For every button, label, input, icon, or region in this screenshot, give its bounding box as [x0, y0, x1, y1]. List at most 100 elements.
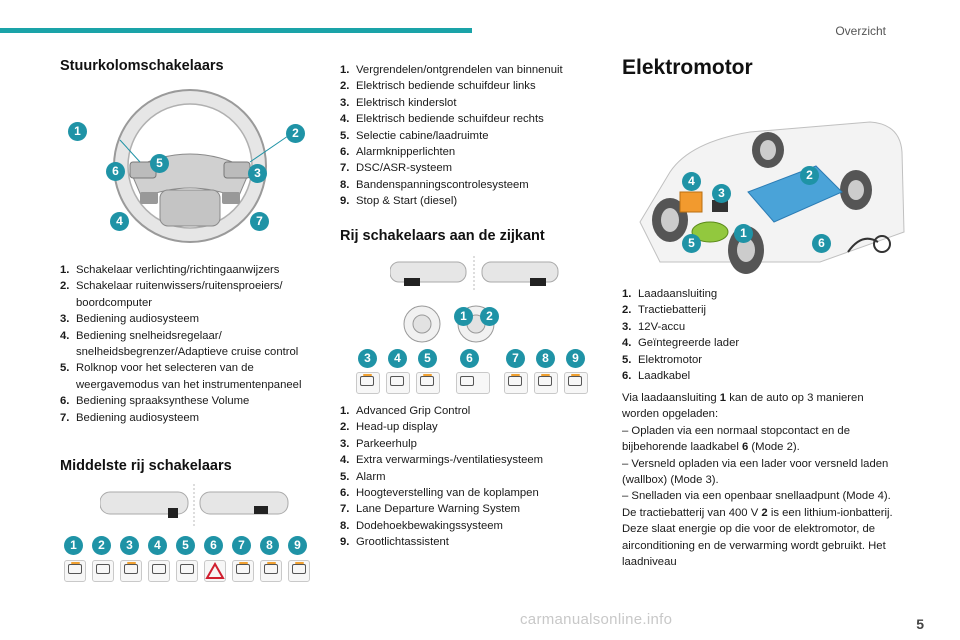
- list-item: 1.Vergrendelen/ontgrendelen van binnenui…: [340, 64, 563, 76]
- list-item: 7.Lane Departure Warning System: [340, 503, 521, 516]
- list-item: 8.Bandenspanningscontrolesysteem: [340, 178, 529, 191]
- charging-description: Via laadaansluiting 1 kan de auto op 3 m…: [622, 390, 894, 570]
- section-title: Overzicht: [835, 24, 886, 38]
- page-number: 5: [916, 616, 924, 632]
- headlamp-adjust-switch-icon: [456, 372, 490, 394]
- high-beam-assist-switch-icon: [564, 372, 588, 394]
- list-item: 3.Elektrisch kinderslot: [340, 96, 457, 109]
- auxiliary-heating-switch-icon: [386, 372, 410, 394]
- sliding-door-left-switch-icon: [92, 560, 114, 582]
- list-item: 4.Bediening snelheidsregelaar/ snelheids…: [60, 329, 299, 359]
- steering-wheel-illustration: [113, 89, 289, 243]
- steering-switch-list: 1.Schakelaar verlichting/richtingaanwijz…: [60, 262, 322, 426]
- child-lock-switch-icon: [120, 560, 142, 582]
- list-item: 4.Geïntegreerde lader: [622, 337, 740, 350]
- callout-badge: 2: [480, 307, 499, 326]
- callout-badge: 4: [388, 349, 407, 368]
- blind-spot-switch-icon: [534, 372, 558, 394]
- dashboard-mini-illustration: [100, 484, 289, 526]
- cabin-cargo-switch-icon: [176, 560, 198, 582]
- tyre-pressure-switch-icon: [260, 560, 282, 582]
- list-item: 9.Grootlichtassistent: [340, 536, 449, 549]
- paragraph: – Snelladen via een openbaar snellaadpun…: [622, 490, 891, 503]
- middle-row-switch-list: 1.Vergrendelen/ontgrendelen van binnenui…: [340, 62, 590, 210]
- alarm-switch-icon: [416, 372, 440, 394]
- callout-badge: 4: [682, 172, 701, 191]
- list-item: 6.Laadkabel: [622, 370, 691, 383]
- list-item: 5.Rolknop voor het selecteren van de wee…: [60, 362, 302, 391]
- callout-badge: 7: [250, 212, 269, 231]
- heading-middle-row-switches: Middelste rij schakelaars: [60, 458, 232, 474]
- list-item: 9.Stop & Start (diesel): [340, 195, 458, 208]
- callout-badge: 1: [68, 122, 87, 141]
- list-item: 2.Elektrisch bediende schuifdeur links: [340, 80, 536, 93]
- list-item: 1.Schakelaar verlichting/richtingaanwijz…: [60, 264, 280, 276]
- callout-badge: 6: [812, 234, 831, 253]
- list-item: 7.Bediening audiosysteem: [60, 411, 200, 424]
- callout-badge: 5: [682, 234, 701, 253]
- callout-badge: 1: [64, 536, 83, 555]
- paragraph: – Versneld opladen via een lader voor ve…: [622, 457, 889, 487]
- watermark: carmanualsonline.info: [520, 611, 673, 628]
- list-item: 6.Hoogteverstelling van de koplampen: [340, 487, 539, 500]
- callout-badge: 2: [92, 536, 111, 555]
- list-item: 2.Schakelaar ruitenwissers/ruitensproeie…: [60, 280, 283, 309]
- callout-badge: 3: [712, 184, 731, 203]
- header-accent-bar: [0, 28, 472, 33]
- callout-badge: 1: [454, 307, 473, 326]
- stop-start-switch-icon: [288, 560, 310, 582]
- list-item: 3.Parkeerhulp: [340, 437, 417, 450]
- electric-component-list: 1.Laadaansluiting 2.Tractiebatterij 3.12…: [622, 286, 902, 384]
- callout-badge: 3: [120, 536, 139, 555]
- parking-assist-switch-icon: [356, 372, 380, 394]
- lane-departure-switch-icon: [504, 372, 528, 394]
- callout-badge: 5: [418, 349, 437, 368]
- dashboard-side-illustration: [390, 256, 559, 292]
- callout-badge: 4: [110, 212, 129, 231]
- list-item: 8.Dodehoekbewakingssysteem: [340, 519, 503, 532]
- paragraph: De tractiebatterij van 400 V 2 is een li…: [622, 506, 893, 569]
- dsc-asr-switch-icon: [232, 560, 254, 582]
- list-item: 6.Bediening spraaksynthese Volume: [60, 395, 250, 408]
- callout-badge: 6: [460, 349, 479, 368]
- heading-electric-motor: Elektromotor: [622, 56, 753, 79]
- list-item: 3.Bediening audiosysteem: [60, 313, 200, 326]
- callout-badge: 3: [248, 164, 267, 183]
- callout-badge: 2: [286, 124, 305, 143]
- list-item: 2.Head-up display: [340, 421, 438, 434]
- callout-badge: 5: [176, 536, 195, 555]
- list-item: 5.Elektromotor: [622, 353, 703, 366]
- callout-badge: 9: [288, 536, 307, 555]
- callout-badge: 6: [204, 536, 223, 555]
- callout-badge: 5: [150, 154, 169, 173]
- list-item: 6.Alarmknipperlichten: [340, 146, 456, 159]
- callout-badge: 8: [536, 349, 555, 368]
- callout-badge: 1: [734, 224, 753, 243]
- list-item: 5.Selectie cabine/laadruimte: [340, 129, 489, 142]
- callout-badge: 4: [148, 536, 167, 555]
- list-item: 5.Alarm: [340, 470, 386, 483]
- list-item: 7.DSC/ASR-systeem: [340, 162, 453, 175]
- hazard-warning-switch-icon: [204, 560, 226, 582]
- electric-van-illustration: [639, 121, 905, 274]
- paragraph: – Opladen via een normaal stopcontact en…: [622, 424, 850, 454]
- paragraph: Via laadaansluiting 1 kan de auto op 3 m…: [622, 392, 864, 421]
- list-item: 3.12V-accu: [622, 320, 686, 333]
- callout-badge: 9: [566, 349, 585, 368]
- side-row-switch-list: 1.Advanced Grip Control 2.Head-up displa…: [340, 403, 590, 551]
- callout-badge: 8: [260, 536, 279, 555]
- callout-badge: 6: [106, 162, 125, 181]
- heading-steering-column-switches: Stuurkolomschakelaars: [60, 58, 224, 74]
- list-item: 2.Tractiebatterij: [622, 304, 707, 317]
- callout-badge: 3: [358, 349, 377, 368]
- heading-side-row-switches: Rij schakelaars aan de zijkant: [340, 228, 545, 244]
- list-item: 4.Extra verwarmings-/ventilatiesysteem: [340, 454, 544, 467]
- callout-badge: 7: [506, 349, 525, 368]
- sliding-door-right-switch-icon: [148, 560, 170, 582]
- callout-badge: 7: [232, 536, 251, 555]
- door-lock-switch-icon: [64, 560, 86, 582]
- list-item: 4.Elektrisch bediende schuifdeur rechts: [340, 113, 544, 126]
- callout-badge: 2: [800, 166, 819, 185]
- list-item: 1.Advanced Grip Control: [340, 405, 471, 417]
- list-item: 1.Laadaansluiting: [622, 288, 718, 300]
